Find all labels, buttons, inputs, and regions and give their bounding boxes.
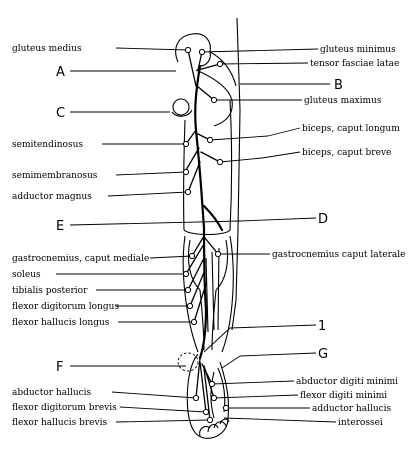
leg-outline (171, 17, 241, 439)
label-adductor-magnus: adductor magnus (12, 192, 92, 202)
label-flexor-digiti-minimi: flexor digiti minimi (300, 391, 387, 401)
label-gastrocnemius-laterale: gastrocnemius caput laterale (272, 250, 405, 260)
label-biceps-caput-longum: biceps, caput longum (302, 124, 400, 134)
label-adductor-hallucis: adductor hallucis (312, 404, 392, 414)
label-semitendinosus: semitendinosus (12, 140, 83, 150)
left-labels: gluteus medius semitendinosus semimembra… (12, 44, 149, 428)
letter-B: B (334, 78, 343, 93)
letter-markers: A B C D E 1 F G (56, 65, 343, 375)
label-flexor-hallucis-brevis: flexor hallucis brevis (12, 418, 107, 428)
letter-D: D (318, 212, 328, 227)
label-gluteus-maximus: gluteus maximus (304, 96, 382, 106)
label-tensor-fasciae-latae: tensor fasciae latae (310, 59, 399, 69)
label-gastrocnemius-mediale: gastrocnemius, caput mediale (12, 254, 149, 264)
label-abductor-hallucis: abductor hallucis (12, 388, 92, 398)
letter-G: G (318, 347, 328, 362)
label-semimembranosus: semimembranosus (12, 171, 98, 181)
right-labels: gluteus minimus tensor fasciae latae glu… (272, 45, 405, 428)
label-flexor-digitorum-longus: flexor digitorum longus (12, 302, 119, 312)
letter-1: 1 (318, 319, 326, 334)
leader-lines (56, 47, 337, 423)
letter-E: E (56, 219, 64, 234)
label-flexor-hallucis-longus: flexor hallucis longus (12, 318, 110, 328)
nerve-tree (185, 49, 224, 421)
innervation-points (182, 46, 230, 424)
label-interossei: interossei (338, 418, 383, 428)
label-tibialis-posterior: tibialis posterior (12, 286, 88, 296)
label-soleus: soleus (12, 270, 41, 280)
letter-F: F (56, 360, 63, 375)
label-biceps-caput-breve: biceps, caput breve (302, 148, 391, 158)
label-flexor-digitorum-brevis: flexor digitorum brevis (12, 403, 117, 413)
letter-C: C (56, 106, 65, 121)
label-abductor-digiti-minimi: abductor digiti minimi (296, 377, 398, 387)
label-gluteus-minimus: gluteus minimus (320, 45, 396, 55)
label-gluteus-medius: gluteus medius (12, 44, 82, 54)
letter-A: A (56, 65, 65, 80)
